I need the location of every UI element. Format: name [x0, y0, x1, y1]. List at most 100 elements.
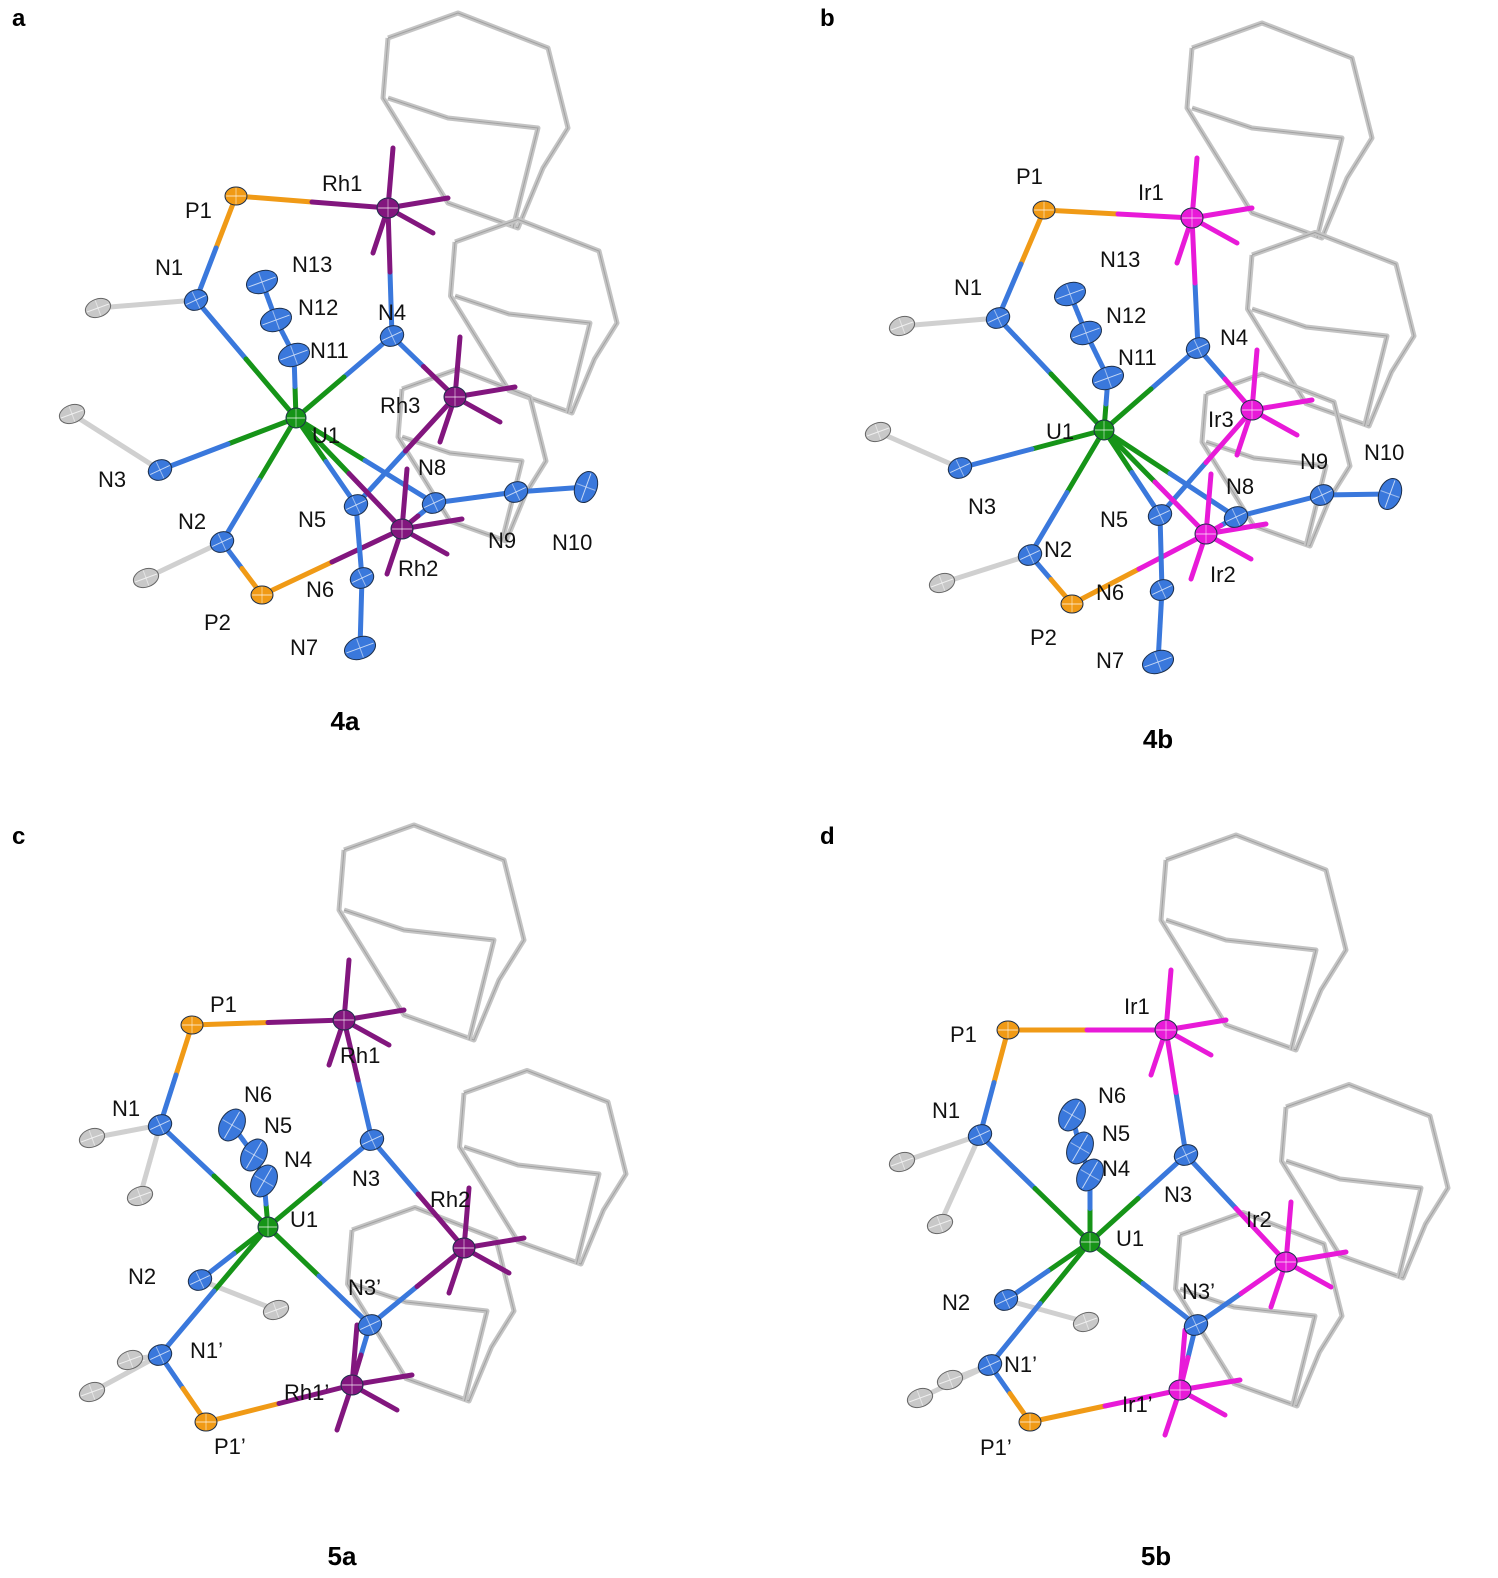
bond-N4-Ir1 — [1189, 215, 1198, 286]
atom-label-ir3: Ir3 — [1208, 407, 1234, 432]
bond-P1p-Rh1p — [276, 1382, 355, 1406]
panel-letter: d — [820, 823, 835, 850]
bond-U1-N8 — [1101, 427, 1173, 476]
atom-label-n11: N11 — [310, 338, 349, 363]
atom-n2-axis — [195, 1271, 205, 1289]
atom-n10-axis — [1380, 490, 1400, 498]
bond-U1-Rh2 — [346, 471, 405, 532]
atom-n7-axis — [1154, 652, 1162, 672]
bond-U1-N2 — [219, 477, 262, 545]
atom-n3-axis — [155, 461, 165, 479]
atom-n1-prime-axis — [155, 1346, 165, 1364]
cod-ligand-2-edge — [1191, 107, 1343, 239]
atom-n11-axis — [290, 345, 298, 365]
cod-ligand-edge — [459, 1070, 627, 1265]
atom-label-p1p: P1’ — [980, 1435, 1012, 1460]
atom-n5-axis — [351, 496, 361, 514]
bond-P1-Rh1 — [189, 1020, 271, 1028]
bond-N1-U1 — [1048, 371, 1107, 433]
bond-P1-Rh1 — [265, 1017, 347, 1025]
atom-label-n13: N13 — [292, 252, 332, 277]
atom-n3-axis — [955, 459, 965, 477]
bond-N1-U1 — [243, 356, 299, 421]
bond-N1-U1 — [193, 297, 249, 362]
atom-n1-axis — [993, 309, 1003, 327]
atom-label-n12: N12 — [1106, 303, 1146, 328]
carbon-atom-axis — [68, 406, 76, 422]
atom-n12-axis — [272, 310, 280, 330]
panel-letter: b — [820, 5, 835, 32]
atom-n3-prime-axis — [1191, 1316, 1201, 1334]
bond-P2-Rh2 — [259, 559, 335, 598]
atom-label-n3: N3 — [98, 467, 126, 492]
bond-P1p-Ir1p — [1102, 1387, 1183, 1409]
atom-label-ir2: Ir2 — [1246, 1207, 1272, 1232]
bond-N3-Ir2 — [1233, 1206, 1289, 1265]
atom-label-rh1: Rh1 — [322, 171, 362, 196]
bond-U1-N8 — [293, 415, 368, 463]
bond-P1-Rh1 — [309, 199, 391, 211]
atom-n8-axis — [429, 494, 439, 512]
bond-U1-Ir2 — [1101, 427, 1158, 485]
cod-ligand-edge — [382, 12, 569, 229]
bond-U1-N8 — [1167, 471, 1239, 520]
compound-label: 5a — [328, 1541, 357, 1571]
cod-ligand-edge — [1186, 22, 1373, 239]
cod-ligand-2-edge — [463, 1146, 600, 1265]
atom-n4-axis — [1080, 1169, 1100, 1181]
atom-label-p1: P1 — [1016, 164, 1043, 189]
atom-label-rh2: Rh2 — [430, 1187, 470, 1212]
atom-label-n4: N4 — [1220, 325, 1248, 350]
atom-n4-axis — [387, 327, 397, 345]
carbon-atom-axis — [136, 1188, 144, 1204]
bond-P2-Rh2 — [329, 526, 405, 565]
atom-label-u1: U1 — [312, 423, 340, 448]
atom-n13-axis — [258, 272, 266, 292]
cod-ligand-2-edge — [1179, 1288, 1316, 1407]
atom-label-rh1: Rh1 — [340, 1043, 380, 1068]
atom-label-ir1p: Ir1’ — [1122, 1392, 1153, 1417]
atom-label-n2: N2 — [1044, 537, 1072, 562]
atom-label-n1: N1 — [155, 255, 183, 280]
carbon-atom-axis — [94, 300, 102, 316]
atom-label-ir2: Ir2 — [1210, 562, 1236, 587]
atom-label-p2: P2 — [204, 610, 231, 635]
bond-N3-U1 — [265, 1181, 323, 1230]
atom-label-p1p: P1’ — [214, 1434, 246, 1459]
panel-letter: a — [12, 5, 26, 32]
atom-n5-axis — [1155, 506, 1165, 524]
atom-label-n5: N5 — [264, 1113, 292, 1138]
bond-N4-Ir1 — [1192, 280, 1201, 351]
compound-label: 4a — [331, 706, 360, 736]
panel-letter: c — [12, 823, 25, 850]
bond-P1-N1 — [1018, 207, 1047, 267]
atom-label-n11: N11 — [1118, 345, 1157, 370]
atom-label-p1: P1 — [210, 992, 237, 1017]
atom-n6-axis — [222, 1119, 242, 1131]
bond-U1-N1p — [987, 1301, 1043, 1368]
atom-label-rh1p: Rh1’ — [284, 1380, 329, 1405]
bond-P1p-Rh1p — [203, 1401, 282, 1425]
bond-N1-U1 — [157, 1122, 217, 1179]
atom-label-p2: P2 — [1030, 625, 1057, 650]
atom-label-ir1: Ir1 — [1138, 180, 1164, 205]
atom-label-n6: N6 — [306, 577, 334, 602]
bond-N3-U1 — [1087, 1196, 1141, 1245]
cod-ligand-2-edge — [387, 97, 539, 229]
atom-n12-axis — [1082, 323, 1090, 343]
atom-label-rh3: Rh3 — [380, 393, 420, 418]
atom-label-n8: N8 — [1226, 474, 1254, 499]
bond-P2-Ir2 — [1069, 566, 1142, 607]
bond-U1-N3p — [265, 1224, 322, 1279]
bond-U1-N1p — [211, 1224, 271, 1294]
atom-label-n2: N2 — [128, 1264, 156, 1289]
bond-N5-Ir3 — [1203, 407, 1255, 465]
bond-U1-N1p — [1037, 1239, 1093, 1306]
atom-label-n4: N4 — [1102, 1156, 1130, 1181]
atom-label-n5: N5 — [1102, 1121, 1130, 1146]
atom-label-p1: P1 — [950, 1022, 977, 1047]
atom-label-n12: N12 — [298, 295, 338, 320]
bond-P1p-Ir1p — [1027, 1403, 1108, 1425]
